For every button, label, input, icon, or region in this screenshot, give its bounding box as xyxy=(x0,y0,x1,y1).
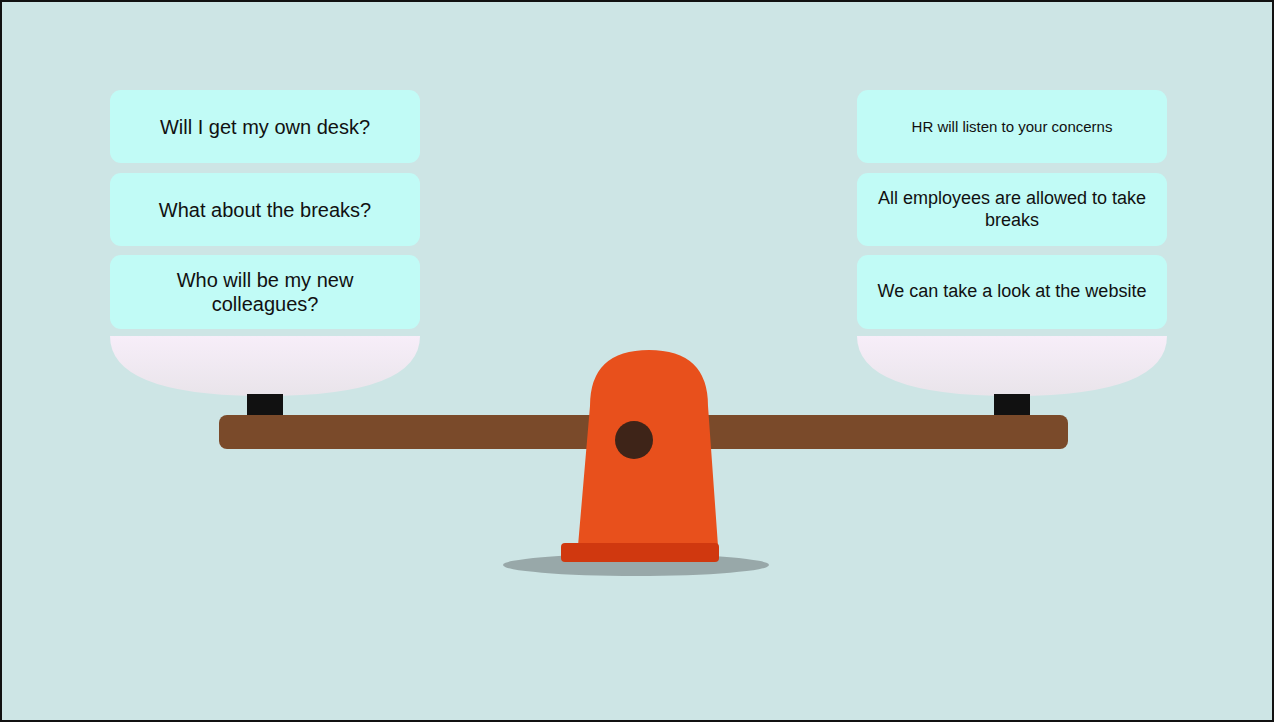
text-box: Will I get my own desk? xyxy=(110,90,420,163)
box-text: Who will be my new colleagues? xyxy=(122,268,408,316)
box-text: What about the breaks? xyxy=(159,198,371,222)
pivot xyxy=(615,421,653,459)
fulcrum xyxy=(578,350,718,546)
right-pan xyxy=(857,336,1167,396)
text-box: What about the breaks? xyxy=(110,173,420,246)
box-text: HR will listen to your concerns xyxy=(912,118,1113,136)
text-box: Who will be my new colleagues? xyxy=(110,255,420,329)
text-box: HR will listen to your concerns xyxy=(857,90,1167,163)
text-box: We can take a look at the website xyxy=(857,255,1167,329)
left-pan-post xyxy=(247,394,283,415)
text-box: All employees are allowed to take breaks xyxy=(857,173,1167,246)
fulcrum-base xyxy=(561,543,719,562)
box-text: All employees are allowed to take breaks xyxy=(869,188,1155,231)
left-pan xyxy=(110,336,420,396)
box-text: Will I get my own desk? xyxy=(160,115,370,139)
right-pan-post xyxy=(994,394,1030,415)
box-text: We can take a look at the website xyxy=(878,281,1147,303)
